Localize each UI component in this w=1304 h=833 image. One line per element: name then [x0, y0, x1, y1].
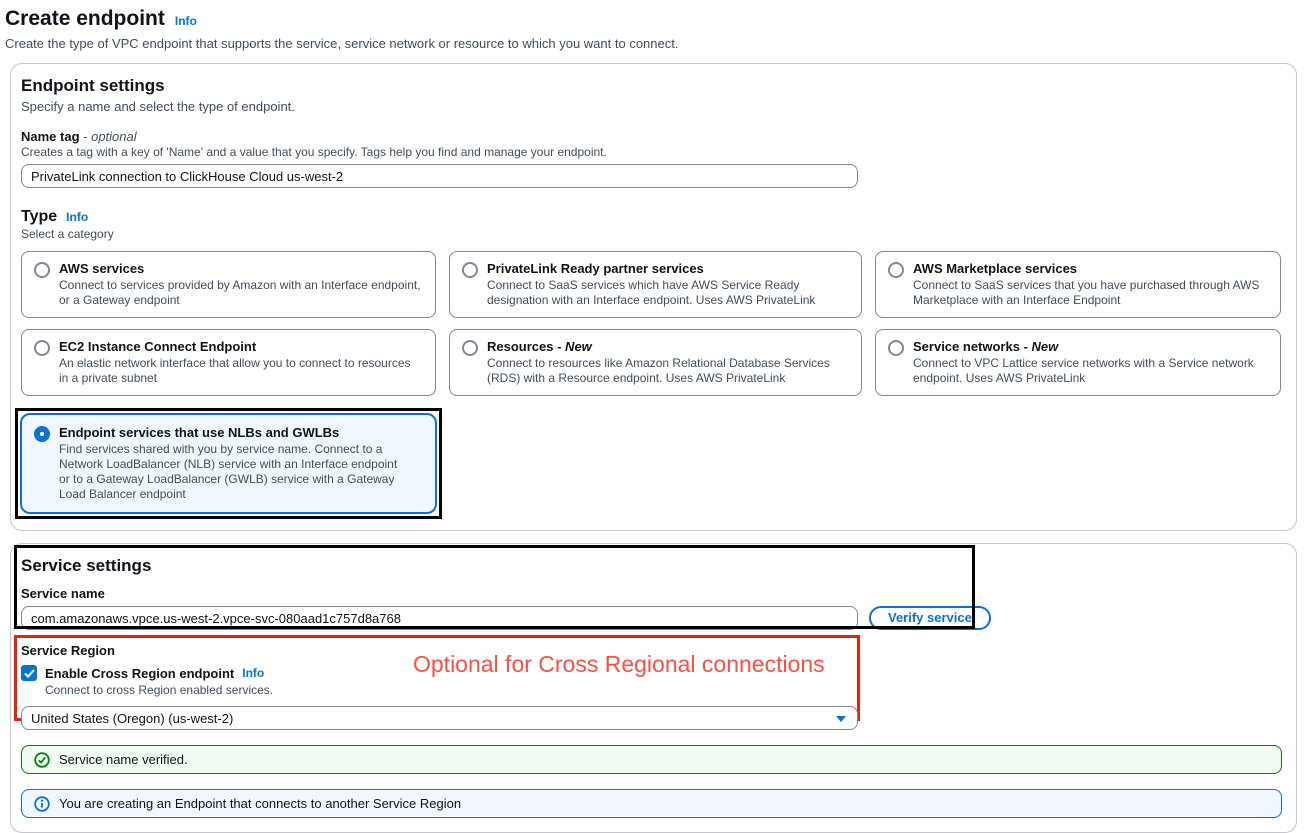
type-option-ec2-instance-connect[interactable]: EC2 Instance Connect Endpoint An elastic…: [21, 329, 436, 396]
check-icon: [23, 668, 35, 678]
service-name-input[interactable]: [21, 606, 858, 630]
page-info-link[interactable]: Info: [174, 14, 197, 28]
service-name-label: Service name: [21, 586, 105, 601]
info-alert: You are creating an Endpoint that connec…: [21, 789, 1282, 818]
service-settings-heading: Service settings: [21, 556, 152, 575]
service-region-label: Service Region: [21, 643, 115, 658]
service-region-select[interactable]: United States (Oregon) (us-west-2): [21, 706, 858, 730]
tile-title: AWS Marketplace services: [913, 261, 1078, 276]
tile-title: EC2 Instance Connect Endpoint: [59, 339, 257, 354]
service-region-selected-value: United States (Oregon) (us-west-2): [31, 710, 234, 726]
radio-unselected-icon[interactable]: [888, 340, 904, 356]
radio-unselected-icon[interactable]: [462, 340, 478, 356]
type-option-resources[interactable]: Resources - New Connect to resources lik…: [449, 329, 862, 396]
type-info-link[interactable]: Info: [66, 210, 89, 224]
success-alert-text: Service name verified.: [59, 752, 188, 767]
type-option-aws-services[interactable]: AWS services Connect to services provide…: [21, 251, 436, 318]
page-description: Create the type of VPC endpoint that sup…: [5, 36, 679, 51]
type-option-endpoint-services-nlb-gwlb[interactable]: Endpoint services that use NLBs and GWLB…: [20, 413, 437, 514]
cross-region-checkbox-label: Enable Cross Region endpoint: [45, 665, 235, 681]
annotation-red-note: Optional for Cross Regional connections: [413, 651, 825, 677]
cross-region-checkbox[interactable]: [21, 665, 37, 681]
type-heading: Type Info: [21, 208, 89, 225]
endpoint-settings-heading: Endpoint settings: [21, 76, 165, 95]
tile-description: Connect to SaaS services that you have p…: [913, 278, 1260, 307]
cross-region-info-link[interactable]: Info: [242, 666, 265, 680]
tile-description: Connect to services provided by Amazon w…: [59, 278, 421, 307]
name-tag-optional: - optional: [83, 129, 137, 144]
info-circle-icon: [34, 795, 50, 812]
tile-description: Connect to resources like Amazon Relatio…: [487, 356, 830, 385]
chevron-down-icon: [836, 716, 846, 722]
tile-title: Service networks - New: [913, 339, 1059, 354]
endpoint-settings-card: Endpoint settings Specify a name and sel…: [10, 63, 1297, 531]
info-alert-text: You are creating an Endpoint that connec…: [59, 796, 462, 811]
success-alert: Service name verified.: [21, 745, 1282, 774]
radio-unselected-icon[interactable]: [888, 262, 904, 278]
cross-region-checkbox-row: Enable Cross Region endpoint Info: [21, 665, 1286, 681]
name-tag-input[interactable]: [21, 164, 858, 188]
endpoint-settings-subheading: Specify a name and select the type of en…: [21, 99, 295, 114]
annotation-highlight-box: Endpoint services that use NLBs and GWLB…: [15, 408, 442, 519]
cross-region-help: Connect to cross Region enabled services…: [45, 683, 274, 697]
tile-description: Connect to SaaS services which have AWS …: [487, 278, 816, 307]
name-tag-label: Name tag - optional: [21, 129, 137, 144]
radio-unselected-icon[interactable]: [34, 340, 50, 356]
check-circle-icon: [34, 751, 50, 768]
type-option-privatelink-partner[interactable]: PrivateLink Ready partner services Conne…: [449, 251, 862, 318]
radio-unselected-icon[interactable]: [34, 262, 50, 278]
radio-selected-icon[interactable]: [34, 426, 50, 442]
page-title-text: Create endpoint: [5, 7, 165, 30]
tile-description: Find services shared with you by service…: [59, 442, 398, 501]
page-title: Create endpoint Info: [5, 7, 1297, 31]
service-name-row: Verify service: [21, 606, 1286, 630]
tile-description: Connect to VPC Lattice service networks …: [913, 356, 1254, 385]
radio-unselected-icon[interactable]: [462, 262, 478, 278]
verify-service-button[interactable]: Verify service: [869, 606, 991, 630]
name-tag-help: Creates a tag with a key of 'Name' and a…: [21, 145, 607, 159]
type-help: Select a category: [21, 227, 114, 241]
type-option-marketplace[interactable]: AWS Marketplace services Connect to SaaS…: [875, 251, 1281, 318]
tile-title: Resources - New: [487, 339, 592, 354]
service-settings-card: Optional for Cross Regional connections …: [10, 543, 1297, 833]
tile-title: AWS services: [59, 261, 145, 276]
type-option-service-networks[interactable]: Service networks - New Connect to VPC La…: [875, 329, 1281, 396]
new-badge: - New: [1023, 339, 1059, 354]
tile-description: An elastic network interface that allow …: [59, 356, 411, 385]
tile-title: Endpoint services that use NLBs and GWLB…: [59, 425, 340, 440]
new-badge: - New: [557, 339, 592, 354]
tile-title: PrivateLink Ready partner services: [487, 261, 704, 276]
type-options-grid: AWS services Connect to services provide…: [15, 251, 1286, 519]
